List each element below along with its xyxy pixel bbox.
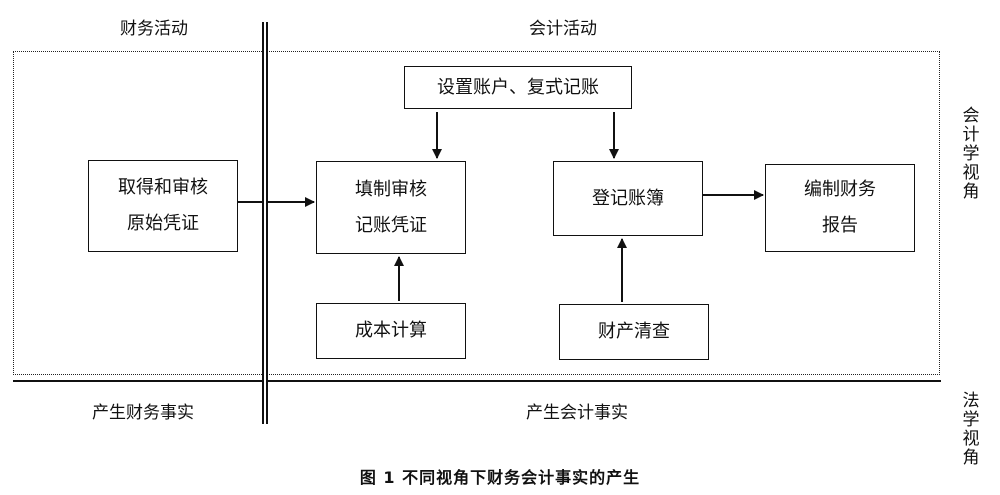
figure-caption: 图 1 不同视角下财务会计事实的产生 bbox=[359, 468, 641, 487]
accounting-scope-frame bbox=[13, 51, 940, 375]
box-property-inventory: 财产清查 bbox=[559, 304, 709, 360]
perspective-divider-line bbox=[13, 380, 941, 382]
side-label-accounting-perspective: 会 计 学 视 角 bbox=[962, 106, 980, 202]
header-accounting-activities: 会计活动 bbox=[529, 19, 597, 39]
activity-divider-bar bbox=[262, 22, 268, 424]
bottom-financial-facts: 产生财务事实 bbox=[92, 403, 194, 423]
box-setup-accounts: 设置账户、复式记账 bbox=[404, 66, 632, 109]
box-fill-accounting-vouchers: 填制审核 记账凭证 bbox=[316, 161, 466, 254]
box-register-ledgers: 登记账簿 bbox=[553, 161, 703, 236]
box-cost-calculation: 成本计算 bbox=[316, 303, 466, 359]
side-label-law-perspective: 法 学 视 角 bbox=[962, 391, 980, 468]
box-prepare-financial-report: 编制财务 报告 bbox=[765, 164, 915, 252]
box-acquire-original-vouchers: 取得和审核 原始凭证 bbox=[88, 160, 238, 252]
bottom-accounting-facts: 产生会计事实 bbox=[526, 403, 628, 423]
header-financial-activities: 财务活动 bbox=[120, 19, 188, 39]
